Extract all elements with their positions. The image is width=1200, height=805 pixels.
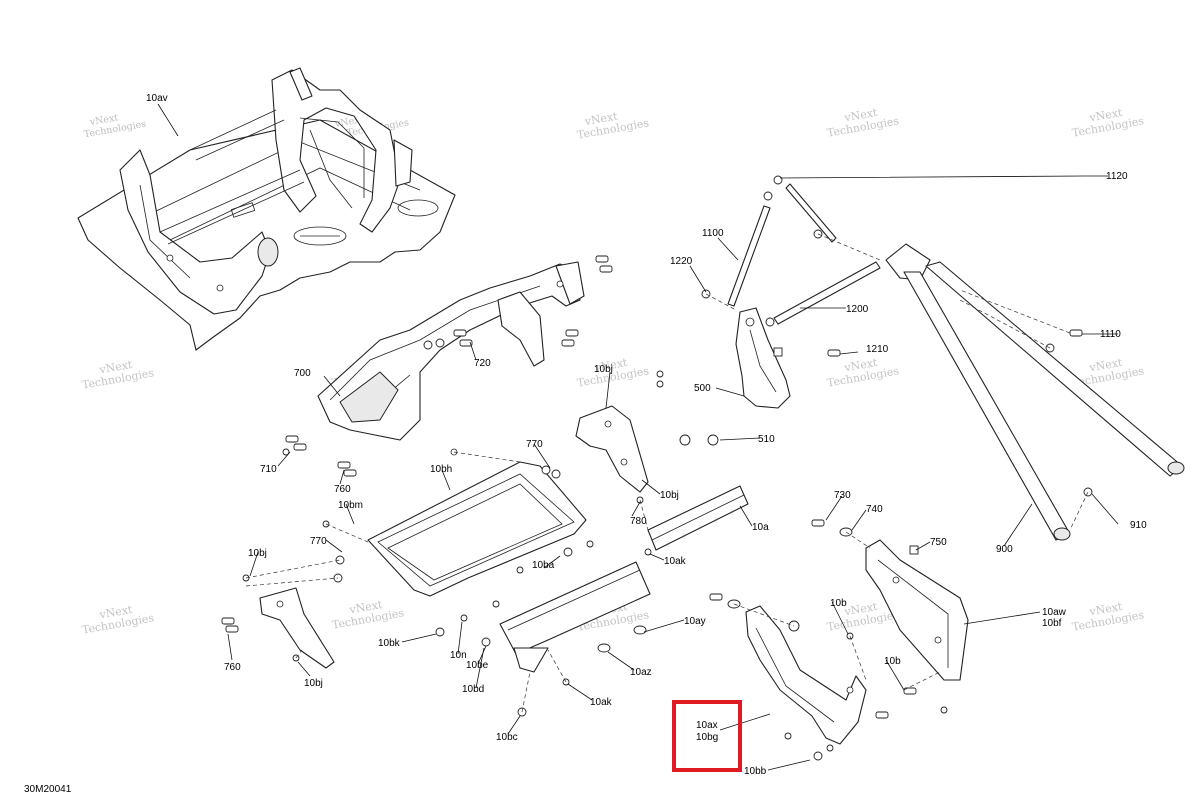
leader-lines (157, 103, 1119, 771)
watermark-line1: vNext (98, 603, 134, 622)
callout-500: 500 (694, 383, 711, 394)
callout-10av: 10av (146, 93, 168, 104)
watermark-line1: vNext (1088, 600, 1124, 619)
callout-510: 510 (758, 434, 775, 445)
callout-10az: 10az (630, 667, 652, 678)
callout-10bf: 10bf (1042, 618, 1062, 629)
callout-10ak-bottom: 10ak (590, 697, 613, 708)
callout-10be: 10be (466, 660, 489, 671)
callout-910: 910 (1130, 520, 1147, 531)
callout-760-top: 760 (334, 484, 351, 495)
callout-10ay: 10ay (684, 616, 706, 627)
watermark-line1: vNext (583, 110, 619, 129)
watermark-line1: vNext (843, 356, 879, 375)
callout-770-left: 770 (310, 536, 327, 547)
callout-1110: 1110 (1100, 329, 1121, 340)
callout-900: 900 (996, 544, 1013, 555)
callout-10n: 10n (450, 650, 467, 661)
bolt-group-710 (282, 435, 307, 456)
callout-710: 710 (260, 464, 277, 475)
callout-720: 720 (474, 358, 491, 369)
bracket-10ax (745, 605, 889, 761)
callout-10bc: 10bc (496, 732, 518, 743)
rail-10ay (499, 561, 651, 673)
callout-10bj-top: 10bj (594, 364, 613, 375)
callout-10ak-mid: 10ak (664, 556, 687, 567)
arm-assembly-900 (827, 243, 1185, 541)
watermark-line1: vNext (843, 600, 879, 619)
callout-1200: 1200 (846, 304, 869, 315)
callout-10b-mid: 10b (830, 598, 847, 609)
callout-10bh: 10bh (430, 464, 452, 475)
callout-10ax: 10ax (696, 720, 718, 731)
callout-10a: 10a (752, 522, 769, 533)
callout-740: 740 (866, 504, 883, 515)
callout-770-top: 770 (526, 439, 543, 450)
rod-1120 (773, 175, 837, 243)
callout-700: 700 (294, 368, 311, 379)
callout-10bb: 10bb (744, 766, 767, 777)
callout-10aw: 10aw (1042, 607, 1067, 618)
callout-780: 780 (630, 516, 647, 527)
rod-1100 (701, 191, 773, 307)
callout-10bj-bottom: 10bj (304, 678, 323, 689)
upper-frame-700 (317, 255, 613, 441)
bracket-10aw (846, 539, 969, 714)
assembly-guide-lines (245, 233, 1089, 713)
floor-plate-10bh (367, 448, 587, 597)
drawing-code: 30M20041 (24, 784, 72, 795)
rod-1200 (765, 261, 881, 327)
watermark-line1: vNext (1088, 106, 1124, 125)
highlight-box (672, 700, 742, 772)
callout-730: 730 (834, 490, 851, 501)
watermark-line1: vNext (98, 358, 134, 377)
callout-10bg: 10bg (696, 732, 718, 743)
callout-1120: 1120 (1106, 171, 1128, 182)
watermark-line1: vNext (1088, 356, 1124, 375)
callout-10ba: 10ba (532, 560, 555, 571)
callout-1220: 1220 (670, 256, 693, 267)
frame-assembly-10av (77, 67, 456, 351)
callout-10bk: 10bk (378, 638, 401, 649)
watermark-line1: vNext (843, 106, 879, 125)
bracket-10bj-left (221, 555, 345, 669)
bolt-group-760 (337, 461, 357, 477)
callout-10bm: 10bm (338, 500, 363, 511)
bracket-10bj-top (541, 370, 664, 493)
watermark-line1: vNext (348, 598, 384, 617)
bolt-group-720 (423, 255, 613, 350)
callout-1210: 1210 (866, 344, 889, 355)
watermark-line1: vNext (593, 356, 629, 375)
callout-750: 750 (930, 537, 947, 548)
callout-10bj-left: 10bj (248, 548, 267, 559)
callout-10b-right: 10b (884, 656, 901, 667)
callout-1100: 1100 (702, 228, 724, 239)
mount-bracket-500 (679, 307, 791, 446)
rail-10a (647, 485, 749, 551)
callout-10bj-mid: 10bj (660, 490, 679, 501)
watermark-line1: vNext (88, 112, 119, 128)
callout-10bd: 10bd (462, 684, 484, 695)
callout-760-left: 760 (224, 662, 241, 673)
callout-labels: 10av 1120 1100 1220 1200 1110 1210 720 7… (146, 93, 1147, 777)
